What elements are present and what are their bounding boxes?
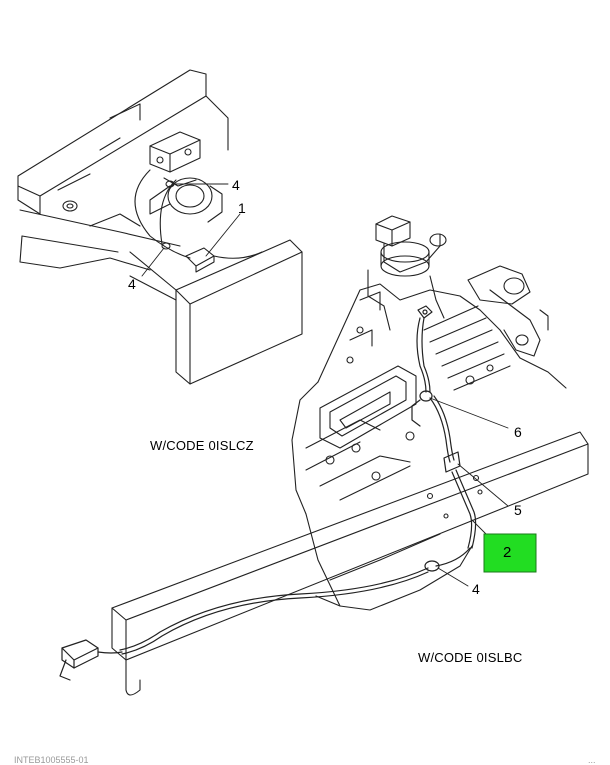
upper-leader-lines bbox=[141, 183, 241, 277]
callout-4-upper-left: 4 bbox=[128, 276, 136, 292]
main-leader-lines bbox=[429, 397, 509, 587]
upper-detail-frame bbox=[17, 69, 303, 385]
main-frame-rail bbox=[111, 431, 589, 696]
footer-page: ... bbox=[588, 755, 596, 765]
engine-assembly bbox=[291, 215, 567, 611]
callout-2-highlight bbox=[483, 533, 537, 573]
footer-reference: INTEB1005555-01 bbox=[14, 755, 89, 765]
callout-6: 6 bbox=[514, 424, 522, 440]
callout-4-upper-right: 4 bbox=[232, 177, 240, 193]
caption-lower-variant: W/CODE 0ISLBC bbox=[418, 650, 523, 665]
caption-upper-variant: W/CODE 0ISLCZ bbox=[150, 438, 254, 453]
callout-5: 5 bbox=[514, 502, 522, 518]
callout-4-lower: 4 bbox=[472, 581, 480, 597]
callout-2: 2 bbox=[503, 544, 512, 561]
callout-1: 1 bbox=[238, 200, 246, 216]
sensor-harness bbox=[59, 305, 477, 681]
